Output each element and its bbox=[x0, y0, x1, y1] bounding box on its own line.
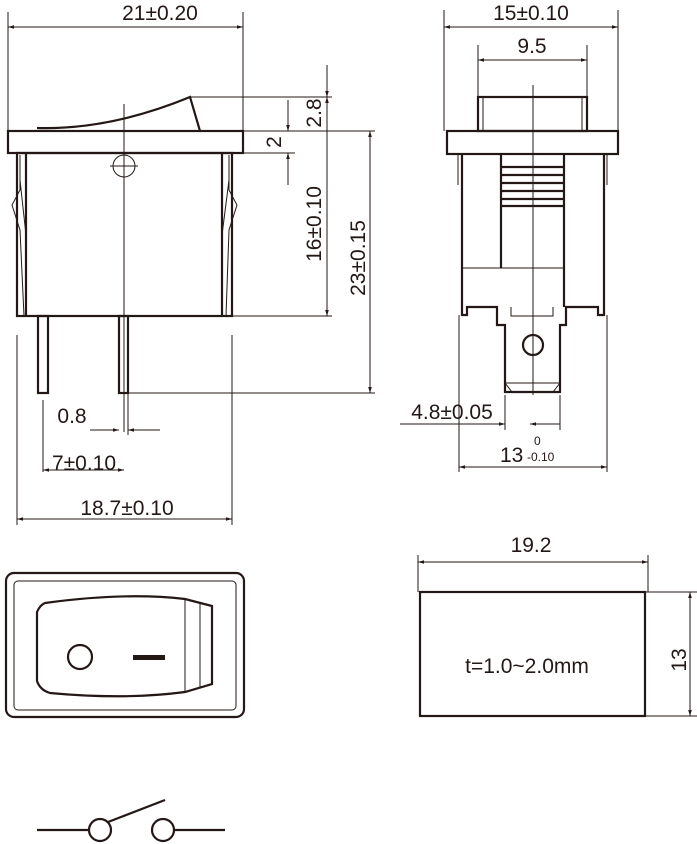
switch-schematic-icon bbox=[37, 798, 225, 843]
top-view bbox=[4, 571, 246, 719]
dim-flange: 2 bbox=[263, 136, 286, 148]
rocker-face bbox=[35, 595, 214, 698]
dim-rocker-height: 2.8 bbox=[303, 98, 326, 127]
dim-cutout-width: 19.2 bbox=[511, 534, 552, 557]
dim-terminal-width: 4.8±0.05 bbox=[411, 401, 493, 424]
front-view: 15±0.10 9.5 4.8±0.05 13 0 -0.10 bbox=[400, 2, 620, 472]
dim-pin-thickness: 0.8 bbox=[57, 405, 86, 428]
on-symbol-icon bbox=[133, 655, 165, 660]
dim-upper-tol: 0 bbox=[534, 434, 541, 448]
dim-body-width-main: 13 bbox=[500, 444, 523, 467]
rocker-profile bbox=[36, 95, 202, 132]
panel-thickness: t=1.0~2.0mm bbox=[465, 655, 589, 678]
dim-lower-tol: -0.10 bbox=[527, 450, 555, 464]
flange bbox=[6, 129, 245, 155]
dim-body-width: 18.7±0.10 bbox=[80, 497, 173, 520]
dim-front-width: 15±0.10 bbox=[493, 2, 569, 25]
dim-body-height: 16±0.10 bbox=[303, 186, 326, 262]
panel-cutout: 19.2 13 t=1.0~2.0mm bbox=[417, 534, 697, 718]
pin-right bbox=[117, 314, 130, 395]
cutout-rect bbox=[418, 590, 647, 718]
dim-cutout-height: 13 bbox=[668, 648, 691, 671]
side-view: 21±0.20 2.8 2 16±0.10 23±0.15 0.8 7±0.10… bbox=[6, 2, 375, 525]
dim-rocker-width: 9.5 bbox=[517, 35, 546, 58]
pin-left bbox=[36, 314, 50, 395]
outer-frame bbox=[4, 571, 246, 719]
dim-total-height: 23±0.15 bbox=[347, 220, 370, 296]
dim-pin-spacing: 7±0.10 bbox=[52, 452, 116, 475]
dim-width: 21±0.20 bbox=[122, 2, 198, 25]
off-symbol-icon bbox=[66, 643, 94, 671]
